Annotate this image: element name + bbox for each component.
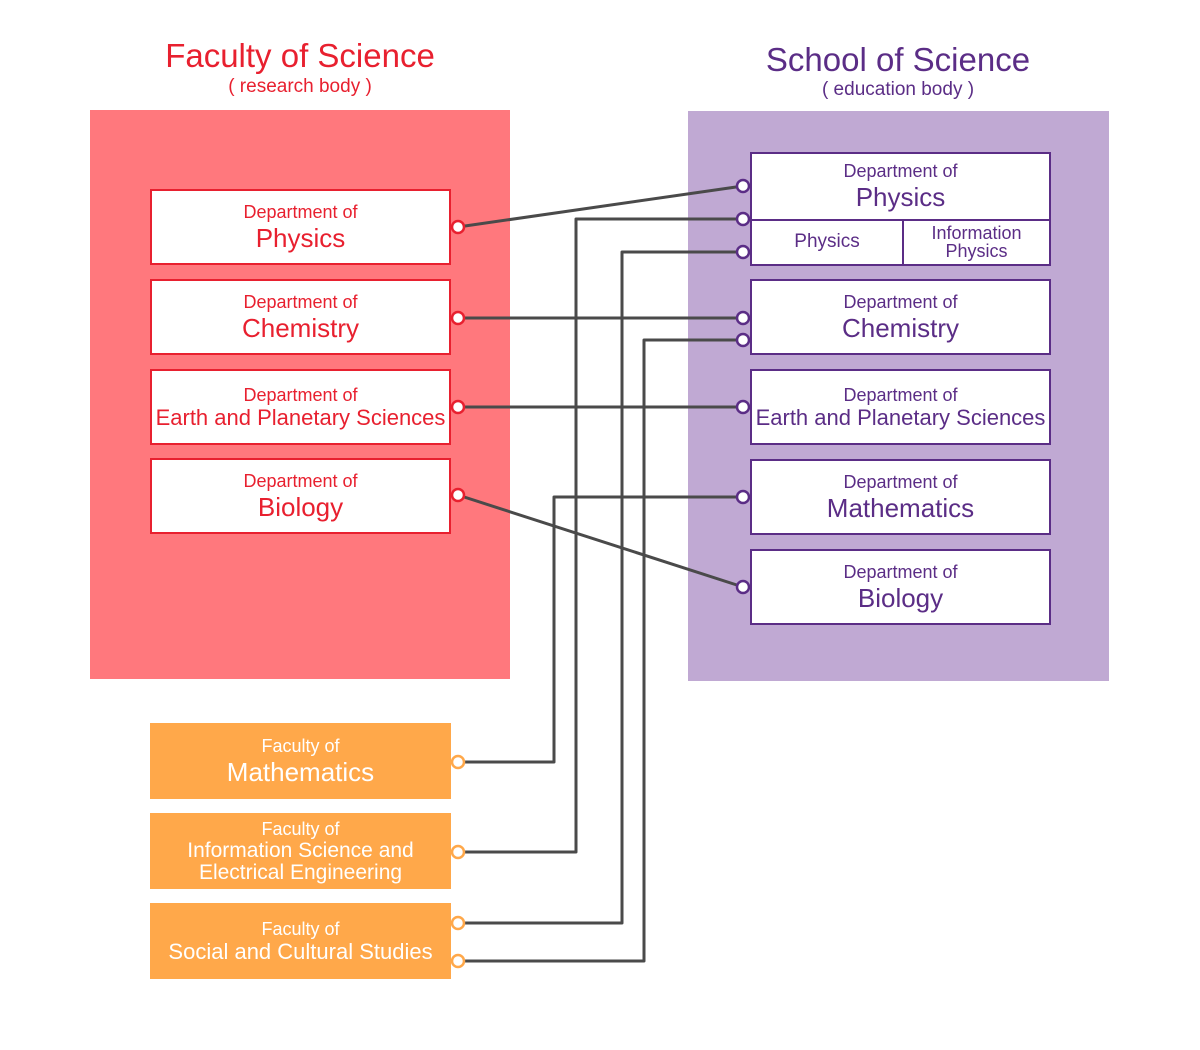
port-research-chemistry (450, 310, 466, 326)
school-of-science-subtitle: ( education body ) (821, 79, 975, 100)
research-dept-biology-name: Biology (257, 491, 344, 522)
port-research-earth (450, 399, 466, 415)
port-education-chemistry-1 (735, 310, 751, 326)
research-dept-chemistry-name: Chemistry (241, 312, 359, 343)
course-information-physics: Information Physics (931, 223, 1022, 262)
education-dept-mathematics: Department of Mathematics (750, 459, 1051, 535)
faculty-mathematics-name: Mathematics (226, 756, 375, 787)
research-dept-biology: Department of Biology (150, 458, 451, 534)
port-faculty-social-1 (450, 915, 466, 931)
education-dept-mathematics-prefix: Department of (843, 471, 958, 492)
education-dept-chemistry: Department of Chemistry (750, 279, 1051, 355)
faculty-social-cultural: Faculty of Social and Cultural Studies (150, 903, 451, 979)
research-dept-physics-prefix: Department of (243, 201, 358, 222)
faculty-social-cultural-name: Social and Cultural Studies (168, 938, 433, 964)
education-dept-biology-name: Biology (857, 582, 944, 613)
port-faculty-information (450, 844, 466, 860)
education-dept-earth-planetary: Department of Earth and Planetary Scienc… (750, 369, 1051, 445)
education-dept-chemistry-name: Chemistry (841, 312, 959, 343)
connector-biology (457, 493, 744, 589)
port-faculty-social-2 (450, 953, 466, 969)
port-education-earth (735, 399, 751, 415)
education-dept-physics: Department of Physics Physics Informatio… (750, 152, 1051, 266)
faculty-information-science-prefix: Faculty of (261, 818, 340, 839)
research-dept-earth-planetary-prefix: Department of (243, 384, 358, 405)
education-dept-chemistry-prefix: Department of (843, 291, 958, 312)
research-dept-chemistry-prefix: Department of (243, 291, 358, 312)
education-dept-physics-header: Department of Physics (843, 154, 957, 219)
school-of-science-title: School of Science (765, 41, 1031, 78)
education-dept-physics-courses: Physics Information Physics (752, 218, 1049, 264)
port-education-chemistry-2 (735, 332, 751, 348)
research-dept-earth-planetary-name: Earth and Planetary Sciences (155, 404, 446, 430)
faculty-social-cultural-prefix: Faculty of (261, 918, 340, 939)
port-education-physics-2 (735, 211, 751, 227)
faculty-of-science-title: Faculty of Science (165, 37, 435, 74)
port-education-physics-3 (735, 244, 751, 260)
research-dept-biology-prefix: Department of (243, 470, 358, 491)
connector-mathematics (458, 495, 743, 764)
port-education-biology (735, 579, 751, 595)
port-faculty-mathematics (450, 754, 466, 770)
course-physics: Physics (752, 220, 904, 264)
research-dept-physics-name: Physics (255, 222, 346, 253)
research-dept-chemistry: Department of Chemistry (150, 279, 451, 355)
research-dept-physics: Department of Physics (150, 189, 451, 265)
connector-physics (457, 184, 744, 229)
education-dept-mathematics-name: Mathematics (826, 492, 975, 523)
port-education-mathematics (735, 489, 751, 505)
port-research-physics (450, 219, 466, 235)
connector-social-physics (458, 250, 743, 925)
port-research-biology (450, 487, 466, 503)
faculty-mathematics: Faculty of Mathematics (150, 723, 451, 799)
education-dept-biology: Department of Biology (750, 549, 1051, 625)
connector-social-chemistry (458, 338, 743, 963)
education-dept-physics-name: Physics (855, 181, 946, 212)
faculty-of-science-subtitle: ( research body ) (228, 76, 372, 97)
faculty-information-science-name: Information Science and Electrical Engin… (187, 838, 414, 884)
education-dept-earth-planetary-name: Earth and Planetary Sciences (755, 404, 1046, 430)
connector-information-science (458, 217, 743, 854)
faculty-information-science: Faculty of Information Science and Elect… (150, 813, 451, 889)
education-dept-biology-prefix: Department of (843, 561, 958, 582)
faculty-mathematics-prefix: Faculty of (261, 735, 340, 756)
education-dept-earth-planetary-prefix: Department of (843, 384, 958, 405)
education-dept-physics-prefix: Department of (843, 160, 958, 181)
research-dept-earth-planetary: Department of Earth and Planetary Scienc… (150, 369, 451, 445)
port-education-physics-1 (735, 178, 751, 194)
